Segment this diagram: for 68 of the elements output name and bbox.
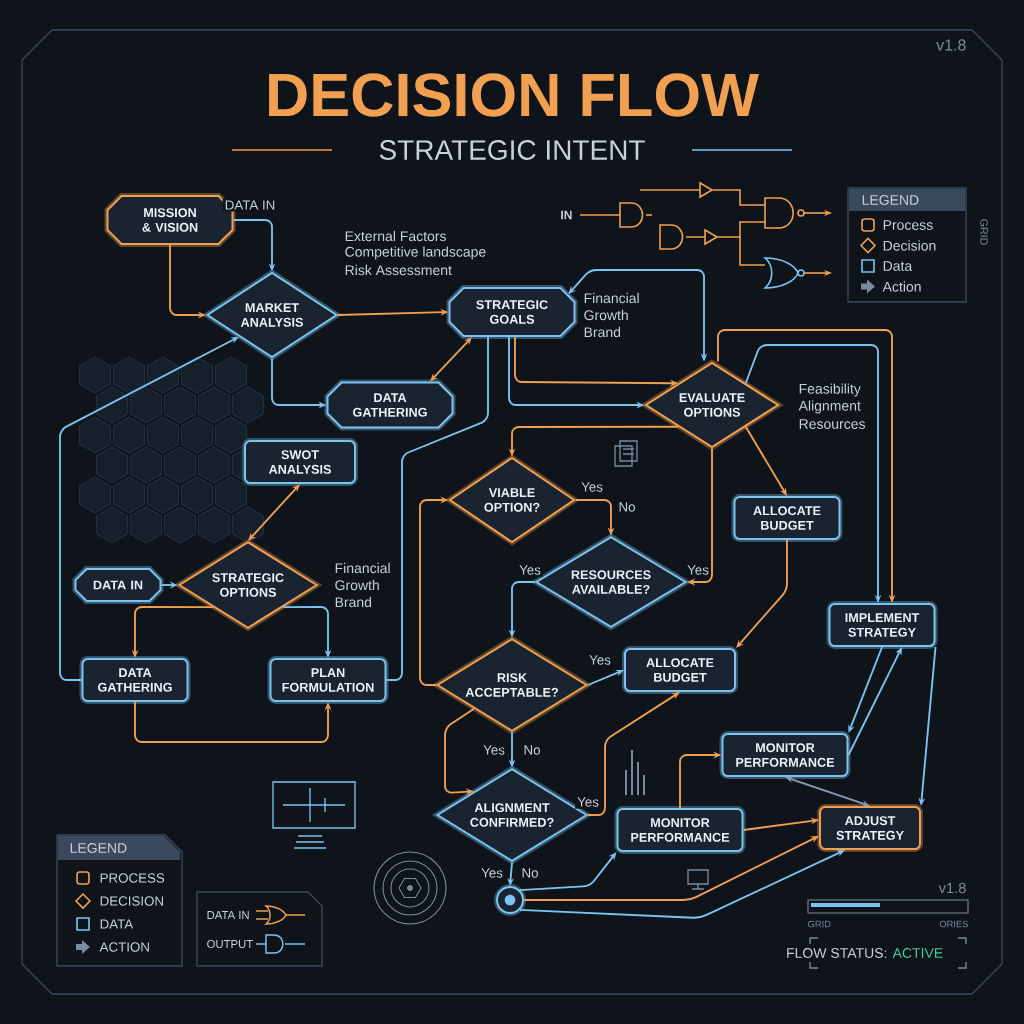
edge-label: Yes	[575, 795, 601, 809]
hexagon-box: DATA IN	[72, 566, 164, 604]
legend-label: Data	[883, 261, 913, 271]
label: No	[619, 502, 635, 512]
process-box: ALLOCATE BUDGET	[622, 646, 738, 694]
arrow	[736, 539, 788, 648]
arrow	[518, 852, 617, 892]
legend-label: Process	[883, 220, 933, 230]
arrow	[847, 647, 902, 756]
process-box: MONITOR PERFORMANCE	[719, 731, 851, 779]
label: GRID	[808, 920, 831, 928]
hexagon-box: DATA GATHERING	[324, 379, 456, 431]
connector-line	[385, 336, 489, 681]
arrow	[523, 836, 819, 901]
arrow	[518, 850, 845, 919]
legend-label: ACTION	[99, 942, 149, 952]
process-box: ADJUST STRATEGY	[817, 804, 923, 852]
label: FLOW STATUS:	[787, 948, 887, 958]
label: STRATEGIC INTENT	[379, 140, 645, 160]
process-box: MONITOR PERFORMANCE	[614, 806, 746, 854]
label: Yes	[481, 868, 503, 878]
edge-label: Yes	[579, 480, 605, 494]
label: ORIES	[939, 920, 968, 928]
side-note: Alignment	[798, 400, 861, 414]
side-note: Financial	[335, 562, 390, 574]
edge-label: No	[519, 866, 541, 880]
arrow	[848, 646, 883, 733]
hexagon-box: STRATEGIC GOALS	[446, 285, 578, 339]
legend-label: PROCESS	[100, 873, 165, 883]
legend-label: Decision	[883, 240, 936, 251]
process-box: ALLOCATE BUDGET	[731, 494, 843, 542]
side-note: Competitive landscape	[345, 246, 486, 260]
legend-label: DECISION	[100, 896, 163, 906]
label: v1.8	[936, 39, 966, 51]
side-note: Feasibility	[799, 383, 861, 397]
label: v1.8	[938, 882, 966, 894]
label: GRID	[980, 219, 988, 245]
side-note: Brand	[335, 596, 372, 608]
edge-label: Yes	[517, 563, 543, 577]
label: No	[524, 745, 540, 755]
legend-label: Action	[882, 281, 921, 292]
arrow	[587, 669, 624, 686]
label: ACTIVE	[892, 948, 943, 958]
title: DECISION FLOW	[269, 73, 759, 117]
process-box: IMPLEMENT STRATEGY	[826, 601, 938, 649]
process-box: PLAN FORMULATION	[267, 656, 389, 704]
side-note: Brand	[584, 326, 621, 338]
process-box: DATA GATHERING	[79, 656, 191, 704]
side-note: Financial	[584, 292, 639, 304]
side-note: External Factors	[345, 230, 446, 242]
side-note: Risk Assessment	[345, 264, 452, 276]
edge-label: DATA IN	[222, 198, 278, 212]
label: IN	[561, 210, 572, 220]
side-note: Resources	[799, 419, 865, 429]
arrow	[59, 336, 239, 681]
label: LEGEND	[862, 195, 919, 205]
side-note: Growth	[335, 579, 379, 591]
legend-label: DATA	[100, 919, 134, 929]
arrow	[587, 692, 680, 816]
edge-label: Yes	[481, 743, 507, 757]
label: OUTPUT	[207, 940, 253, 948]
arrow	[744, 425, 787, 496]
label: DATA IN	[207, 911, 249, 919]
label: LEGEND	[70, 843, 127, 853]
arrow	[248, 484, 300, 541]
end-circle	[494, 884, 526, 916]
side-note: Growth	[584, 309, 628, 321]
process-box: SWOT ANALYSIS	[242, 438, 358, 486]
